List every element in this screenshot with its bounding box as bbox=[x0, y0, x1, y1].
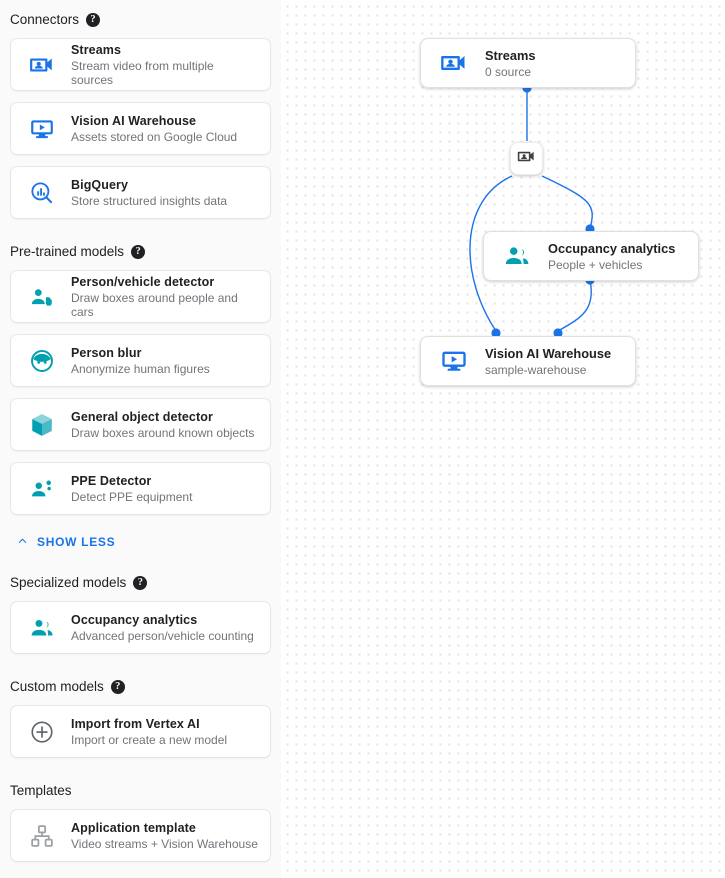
section-header-connectors: Connectors ? bbox=[10, 12, 271, 27]
palette-item-occupancy-analytics[interactable]: Occupancy analytics Advanced person/vehi… bbox=[10, 601, 271, 654]
palette-item-subtitle: Stream video from multiple sources bbox=[71, 58, 214, 87]
palette-item-title: Person blur bbox=[71, 345, 142, 360]
palette-item-title: PPE Detector bbox=[71, 473, 152, 488]
graph-node-text: Occupancy analytics People + vehicles bbox=[548, 241, 675, 272]
graph-node-text: Streams 0 source bbox=[485, 48, 536, 79]
streams-video-person-icon bbox=[439, 48, 469, 78]
graph-node-subtitle: 0 source bbox=[485, 64, 532, 79]
section-header-specialized-models: Specialized models ? bbox=[10, 575, 271, 590]
palette-item-bigquery[interactable]: BigQuery Store structured insights data bbox=[10, 166, 271, 219]
palette-item-person-blur[interactable]: Person blur Anonymize human figures bbox=[10, 334, 271, 387]
palette-item-subtitle: Assets stored on Google Cloud bbox=[71, 129, 238, 144]
graph-canvas[interactable]: Streams 0 source Occupancy analytics Peo… bbox=[281, 0, 725, 878]
palette-item-title: Application template bbox=[71, 820, 196, 835]
palette-item-subtitle: Anonymize human figures bbox=[71, 361, 210, 376]
palette-item-title: BigQuery bbox=[71, 177, 129, 192]
palette-item-subtitle: Advanced person/vehicle counting bbox=[71, 628, 254, 643]
person-blur-face-icon bbox=[29, 348, 55, 374]
streams-video-person-icon bbox=[29, 52, 55, 78]
bigquery-search-chart-icon bbox=[29, 180, 55, 206]
palette-item-text: Application template Video streams + Vis… bbox=[71, 821, 258, 851]
palette-item-application-template[interactable]: Application template Video streams + Vis… bbox=[10, 809, 271, 862]
palette-item-text: Streams Stream video from multiple sourc… bbox=[71, 43, 258, 87]
section-title: Connectors bbox=[10, 12, 80, 27]
section-header-pretrained-models: Pre-trained models ? bbox=[10, 244, 271, 259]
palette-item-streams[interactable]: Streams Stream video from multiple sourc… bbox=[10, 38, 271, 91]
streams-video-person-icon bbox=[517, 147, 536, 171]
palette-item-title: Streams bbox=[71, 42, 122, 57]
section-header-templates: Templates bbox=[10, 783, 271, 798]
section-title: Custom models bbox=[10, 679, 104, 694]
graph-hub-node[interactable] bbox=[510, 142, 543, 175]
section-header-custom-models: Custom models ? bbox=[10, 679, 271, 694]
palette-item-title: Vision AI Warehouse bbox=[71, 113, 197, 128]
show-less-toggle[interactable]: SHOW LESS bbox=[16, 534, 271, 550]
vision-warehouse-monitor-play-icon bbox=[29, 116, 55, 142]
section-title: Pre-trained models bbox=[10, 244, 125, 259]
palette-item-subtitle: Draw boxes around people and cars bbox=[71, 290, 238, 319]
graph-node-title: Vision AI Warehouse bbox=[485, 345, 612, 361]
palette-item-vision-ai-warehouse[interactable]: Vision AI Warehouse Assets stored on Goo… bbox=[10, 102, 271, 155]
section-title: Templates bbox=[10, 783, 72, 798]
palette-item-subtitle: Store structured insights data bbox=[71, 193, 228, 208]
help-icon[interactable]: ? bbox=[131, 244, 146, 259]
palette-item-text: Vision AI Warehouse Assets stored on Goo… bbox=[71, 114, 237, 144]
occupancy-people-icon bbox=[502, 241, 532, 271]
palette-item-title: General object detector bbox=[71, 409, 213, 424]
palette-item-import-from-vertex-ai[interactable]: Import from Vertex AI Import or create a… bbox=[10, 705, 271, 758]
palette-item-general-object-detector[interactable]: General object detector Draw boxes aroun… bbox=[10, 398, 271, 451]
plus-circle-icon bbox=[29, 719, 55, 745]
graph-connection-wires bbox=[469, 83, 595, 338]
chevron-up-icon bbox=[16, 534, 29, 550]
graph-node-text: Vision AI Warehouse sample-warehouse bbox=[485, 346, 611, 377]
person-vehicle-icon bbox=[29, 284, 55, 310]
palette-item-title: Person/vehicle detector bbox=[71, 274, 215, 289]
palette-item-subtitle: Detect PPE equipment bbox=[71, 489, 193, 504]
palette-item-text: PPE Detector Detect PPE equipment bbox=[71, 474, 192, 504]
palette-item-title: Import from Vertex AI bbox=[71, 716, 200, 731]
palette-item-person-vehicle-detector[interactable]: Person/vehicle detector Draw boxes aroun… bbox=[10, 270, 271, 323]
section-title: Specialized models bbox=[10, 575, 127, 590]
vision-warehouse-monitor-play-icon bbox=[439, 346, 469, 376]
ppe-detector-icon bbox=[29, 476, 55, 502]
graph-node-subtitle: sample-warehouse bbox=[485, 362, 587, 377]
palette-item-subtitle: Draw boxes around known objects bbox=[71, 425, 255, 440]
palette-item-text: Person/vehicle detector Draw boxes aroun… bbox=[71, 275, 258, 319]
palette-item-subtitle: Video streams + Vision Warehouse bbox=[71, 836, 258, 851]
palette-item-title: Occupancy analytics bbox=[71, 612, 198, 627]
general-object-cube-icon bbox=[29, 412, 55, 438]
graph-node-vision-ai-warehouse[interactable]: Vision AI Warehouse sample-warehouse bbox=[420, 336, 636, 386]
palette-item-text: Import from Vertex AI Import or create a… bbox=[71, 717, 227, 747]
palette-item-subtitle: Import or create a new model bbox=[71, 732, 228, 747]
help-icon[interactable]: ? bbox=[133, 575, 148, 590]
component-palette-sidebar: Connectors ? Streams Stream video from m… bbox=[0, 0, 281, 878]
palette-item-ppe-detector[interactable]: PPE Detector Detect PPE equipment bbox=[10, 462, 271, 515]
occupancy-people-icon bbox=[29, 615, 55, 641]
palette-item-text: Occupancy analytics Advanced person/vehi… bbox=[71, 613, 254, 643]
show-less-label: SHOW LESS bbox=[37, 535, 116, 549]
graph-node-occupancy-analytics[interactable]: Occupancy analytics People + vehicles bbox=[483, 231, 699, 281]
application-template-hierarchy-icon bbox=[29, 823, 55, 849]
graph-node-title: Streams bbox=[485, 47, 536, 63]
palette-item-text: BigQuery Store structured insights data bbox=[71, 178, 227, 208]
help-icon[interactable]: ? bbox=[86, 12, 101, 27]
help-icon[interactable]: ? bbox=[110, 679, 125, 694]
graph-node-title: Occupancy analytics bbox=[548, 240, 676, 256]
graph-node-streams[interactable]: Streams 0 source bbox=[420, 38, 636, 88]
palette-item-text: Person blur Anonymize human figures bbox=[71, 346, 210, 376]
graph-node-subtitle: People + vehicles bbox=[548, 257, 643, 272]
palette-item-text: General object detector Draw boxes aroun… bbox=[71, 410, 254, 440]
